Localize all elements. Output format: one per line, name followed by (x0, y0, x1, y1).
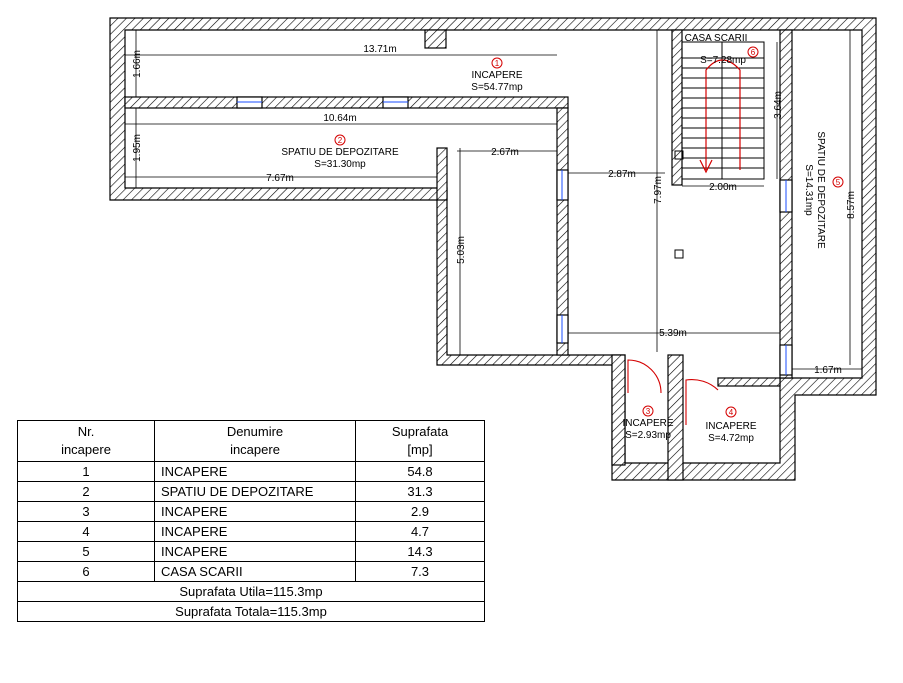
column-icon (674, 249, 684, 259)
header-name: Denumire incapere (154, 420, 356, 462)
room-4-name: INCAPERE (705, 421, 756, 432)
room-6-name: CASA SCARII (685, 33, 748, 44)
table-row: 1 INCAPERE 54.8 (17, 461, 485, 482)
dim-7-67: 7.67m (266, 173, 294, 184)
stair-direction-arrows (699, 59, 741, 174)
header-area: Suprafata [mp] (355, 420, 485, 462)
table-row: 6 CASA SCARII 7.3 (17, 561, 485, 582)
door-swings (627, 359, 719, 425)
total-area-row: Suprafata Totala=115.3mp (17, 601, 485, 622)
room-2-number: 2 (338, 136, 343, 145)
dim-7-97: 7.97m (653, 176, 664, 204)
dim-3-64: 3.64m (773, 91, 784, 119)
room-4-number: 4 (729, 408, 734, 417)
window-lines (237, 101, 787, 375)
room-3-area: S=2.93mp (625, 430, 671, 441)
dim-5-03: 5.03m (456, 236, 467, 264)
dim-1-66: 1.66m (132, 50, 143, 78)
room-3-name: INCAPERE (622, 418, 673, 429)
room-1-number: 1 (495, 59, 500, 68)
room-2-area: S=31.30mp (314, 159, 366, 170)
room-5-area: S=14.31mp (803, 164, 814, 216)
useful-area-row: Suprafata Utila=115.3mp (17, 581, 485, 602)
dimension-lines (125, 30, 862, 370)
outer-wall (109, 17, 877, 481)
dim-10-64: 10.64m (323, 113, 356, 124)
table-row: 5 INCAPERE 14.3 (17, 541, 485, 562)
dim-2-67: 2.67m (491, 147, 519, 158)
dim-1-95: 1.95m (132, 134, 143, 162)
dim-5-39: 5.39m (659, 328, 687, 339)
room-4-area: S=4.72mp (708, 433, 754, 444)
dim-1-67: 1.67m (814, 365, 842, 376)
room-3-number: 3 (646, 407, 651, 416)
header-nr: Nr. incapere (17, 420, 155, 462)
table-row: 3 INCAPERE 2.9 (17, 501, 485, 522)
area-table: Nr. incapere Denumire incapere Suprafata… (17, 420, 485, 622)
dim-8-57: 8.57m (846, 191, 857, 219)
stairs (681, 41, 765, 180)
room-1-area: S=54.77mp (471, 82, 523, 93)
table-header-row: Nr. incapere Denumire incapere Suprafata… (17, 420, 485, 462)
dim-2-00: 2.00m (709, 182, 737, 193)
table-row: 2 SPATIU DE DEPOZITARE 31.3 (17, 481, 485, 502)
room-2-name: SPATIU DE DEPOZITARE (281, 147, 399, 158)
room-6-area: S=7.28mp (700, 55, 746, 66)
dim-2-87: 2.87m (608, 169, 636, 180)
room-5-name: SPATIU DE DEPOZITARE (815, 131, 826, 249)
column-icon (674, 150, 684, 160)
room-1-name: INCAPERE (471, 70, 522, 81)
room-5-number: 5 (836, 178, 841, 187)
room-labels: 1 INCAPERE S=54.77mp 2 SPATIU DE DEPOZIT… (281, 33, 844, 444)
room-6-number: 6 (751, 48, 756, 57)
table-row: 4 INCAPERE 4.7 (17, 521, 485, 542)
dimension-labels: 13.71m 10.64m 7.67m 2.67m 2.87m 5.39m 1.… (132, 44, 857, 376)
dim-13-71: 13.71m (363, 44, 396, 55)
